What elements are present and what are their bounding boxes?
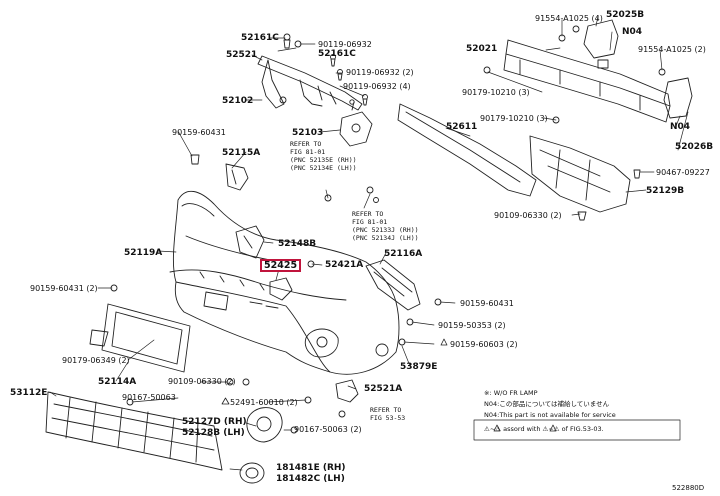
energy-absorber-part [397, 103, 537, 197]
part-label-52521a: 52521A [364, 384, 403, 394]
reinforcement-bracket-part [583, 19, 619, 69]
note-n04-english: N04:This part is not available for servi… [484, 411, 616, 419]
part-label-52026b: 52026B [675, 142, 714, 152]
side-bracket-part [225, 163, 249, 191]
part-label-90159-60431-c: 90159-60431 [460, 299, 514, 308]
part-label-90467-09227: 90467-09227 [656, 168, 710, 177]
part-label-91554-a1025-b: 91554-A1025 (2) [638, 45, 706, 54]
part-label-52491-60010: 52491-60010 (2) [230, 398, 298, 407]
part-label-53879e: 53879E [400, 362, 438, 372]
part-label-91554-a1025-a: 91554-A1025 (4) [535, 14, 603, 23]
part-label-52102: 52102 [222, 96, 254, 106]
caution-triangles [221, 338, 557, 432]
part-label-90119-06932-a: 90119-06932 [318, 40, 372, 49]
part-label-52127d: 52127D (RH) [182, 417, 247, 427]
refer-to-fig-53-53: REFER TO FIG 53-53 [370, 406, 406, 422]
part-label-52103: 52103 [292, 128, 324, 138]
lower-bracket-part [335, 379, 359, 403]
part-label-90167-50063-a: 90167-50063 [122, 393, 176, 402]
part-label-52425-highlighted: 52425 [260, 259, 302, 272]
part-label-90159-50353: 90159-50353 (2) [438, 321, 506, 330]
lower-support-part [529, 135, 631, 213]
part-label-90179-10210-b: 90179-10210 (3) [480, 114, 548, 123]
bumper-reinforcement-part [503, 39, 671, 123]
diagram-id: 522880D [672, 484, 705, 492]
mount-piece-part [269, 277, 293, 301]
refer-to-fig-81-01-b: REFER TO FIG 81-01 (PNC 52133J (RH)) (PN… [352, 210, 419, 242]
lamp-ring-part [239, 462, 265, 484]
part-label-52128b: 52128B (LH) [182, 428, 245, 438]
upper-retainer-part [257, 55, 363, 111]
part-label-181482c: 181482C (LH) [276, 474, 345, 484]
part-label-52161c-b: 52161C [318, 49, 356, 59]
side-grille-part [365, 259, 421, 311]
part-label-52611: 52611 [446, 122, 478, 132]
part-label-n04-b: N04 [670, 122, 691, 132]
part-label-52116a: 52116A [384, 249, 423, 259]
part-label-90179-06349: 90179-06349 (2) [62, 356, 130, 365]
license-bracket-part [89, 303, 191, 373]
bumper-cover-part [169, 190, 400, 375]
part-label-52021: 52021 [466, 44, 498, 54]
part-label-90159-60431-b: 90159-60431 (2) [30, 284, 98, 293]
part-label-52161c-a: 52161C [241, 33, 279, 43]
part-label-52129b: 52129B [646, 186, 685, 196]
part-label-90109-06330-a: 90109-06330 (2) [168, 377, 236, 386]
part-label-52521: 52521 [226, 50, 258, 60]
fog-cover-part [246, 407, 283, 443]
refer-to-fig-81-01-a: REFER TO FIG 81-01 (PNC 52135E (RH)) (PN… [290, 140, 357, 172]
note-box [473, 419, 681, 441]
part-label-52148b: 52148B [278, 239, 317, 249]
fastener-clips [190, 33, 368, 165]
part-label-90119-06932-b: 90119-06932 (2) [346, 68, 414, 77]
part-label-52115a: 52115A [222, 148, 261, 158]
part-label-90119-06932-c: 90119-06932 (4) [343, 82, 411, 91]
part-label-53112e: 53112E [10, 388, 48, 398]
part-label-52114a: 52114A [98, 377, 137, 387]
part-label-90159-60603: 90159-60603 (2) [450, 340, 518, 349]
part-label-n04-a: N04 [622, 27, 643, 37]
part-label-90159-60431-a: 90159-60431 [172, 128, 226, 137]
lower-grille-part [45, 391, 223, 471]
note-assort-with: ⚠~⚠ assord with ⚠~⚠ of FIG.53-03. [484, 425, 604, 433]
part-label-52025b: 52025B [606, 10, 645, 20]
part-label-52421a: 52421A [325, 260, 364, 270]
part-label-90179-10210-a: 90179-10210 (3) [462, 88, 530, 97]
part-label-52119a: 52119A [124, 248, 163, 258]
part-label-181481e: 181481E (RH) [276, 463, 346, 473]
part-label-90109-06330-b: 90109-06330 (2) [494, 211, 562, 220]
bracket-part [339, 101, 373, 147]
reinforcement-bracket-lower-part [663, 77, 693, 119]
note-n04-japanese: N04:この部品については補給していません [484, 400, 610, 408]
note-wo-fr-lamp: ※: W/O FR LAMP [484, 389, 538, 397]
small-cover-part [235, 225, 265, 259]
part-label-90167-50063-b: 90167-50063 (2) [294, 425, 362, 434]
